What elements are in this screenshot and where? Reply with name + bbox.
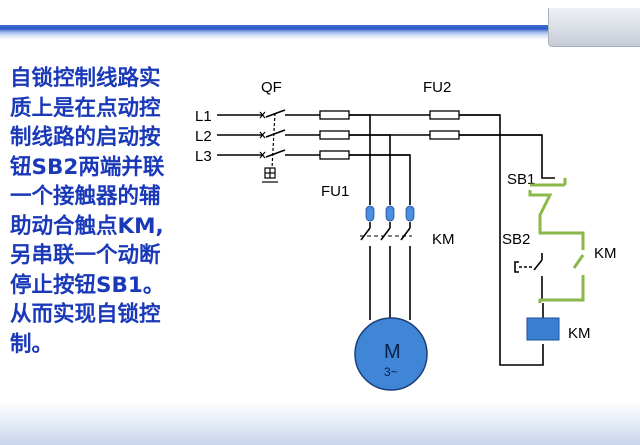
km-coil — [526, 317, 560, 341]
label-l3: L3 — [195, 148, 212, 165]
label-l1: L1 — [195, 108, 212, 125]
fuse-l2 — [319, 130, 350, 140]
sb1-stop-button — [528, 178, 567, 230]
explanation-line: 质上是在点动控 — [10, 95, 161, 121]
fuse-l3 — [319, 150, 350, 160]
label-l2: L2 — [195, 128, 212, 145]
label-fu1: FU1 — [321, 183, 349, 200]
label-km-main: KM — [432, 231, 455, 248]
footer-band — [0, 402, 640, 445]
supply-lines — [217, 109, 542, 158]
explanation-line: 助动合触点KM, — [10, 213, 164, 239]
main-circuit-wires — [349, 114, 411, 322]
corner-decoration — [548, 8, 640, 47]
explanation-line: 制。 — [10, 331, 54, 357]
fuse-fu2-top — [429, 110, 460, 120]
fuse-l1 — [319, 110, 350, 120]
motor-phase-label: 3~ — [384, 365, 398, 379]
explanation-line: 一个接触器的辅 — [10, 184, 161, 209]
fuse-fu2-bottom — [429, 130, 460, 140]
breaker-marks — [259, 111, 266, 159]
explanation-line: 从而实现自锁控 — [10, 302, 161, 327]
breaker-handle — [262, 112, 278, 183]
label-qf: QF — [261, 79, 282, 96]
label-sb1: SB1 — [507, 171, 535, 188]
fu1-tabs — [365, 205, 415, 222]
explanation-line: 停止按钮SB1。 — [10, 272, 165, 298]
explanation-line: 自锁控制线路实 — [10, 66, 161, 91]
km-aux-contact — [538, 230, 585, 303]
label-sb2: SB2 — [502, 231, 530, 248]
explanation-line: 制线路的启动按 — [10, 125, 161, 150]
control-circuit-wires — [459, 114, 555, 366]
header-band — [0, 0, 640, 40]
explanation-line: 另串联一个动断 — [10, 243, 161, 268]
label-km-coil: KM — [568, 325, 591, 342]
explanation-text: 自锁控制线路实 质上是在点动控 制线路的启动按 钮SB2两端并联 一个接触器的辅… — [10, 64, 195, 359]
sb2-start-button — [514, 253, 543, 300]
motor-label: M — [384, 341, 401, 363]
label-fu2: FU2 — [423, 79, 451, 96]
label-km-aux: KM — [594, 245, 617, 262]
explanation-line: 钮SB2两端并联 — [10, 154, 165, 180]
motor — [354, 317, 428, 391]
